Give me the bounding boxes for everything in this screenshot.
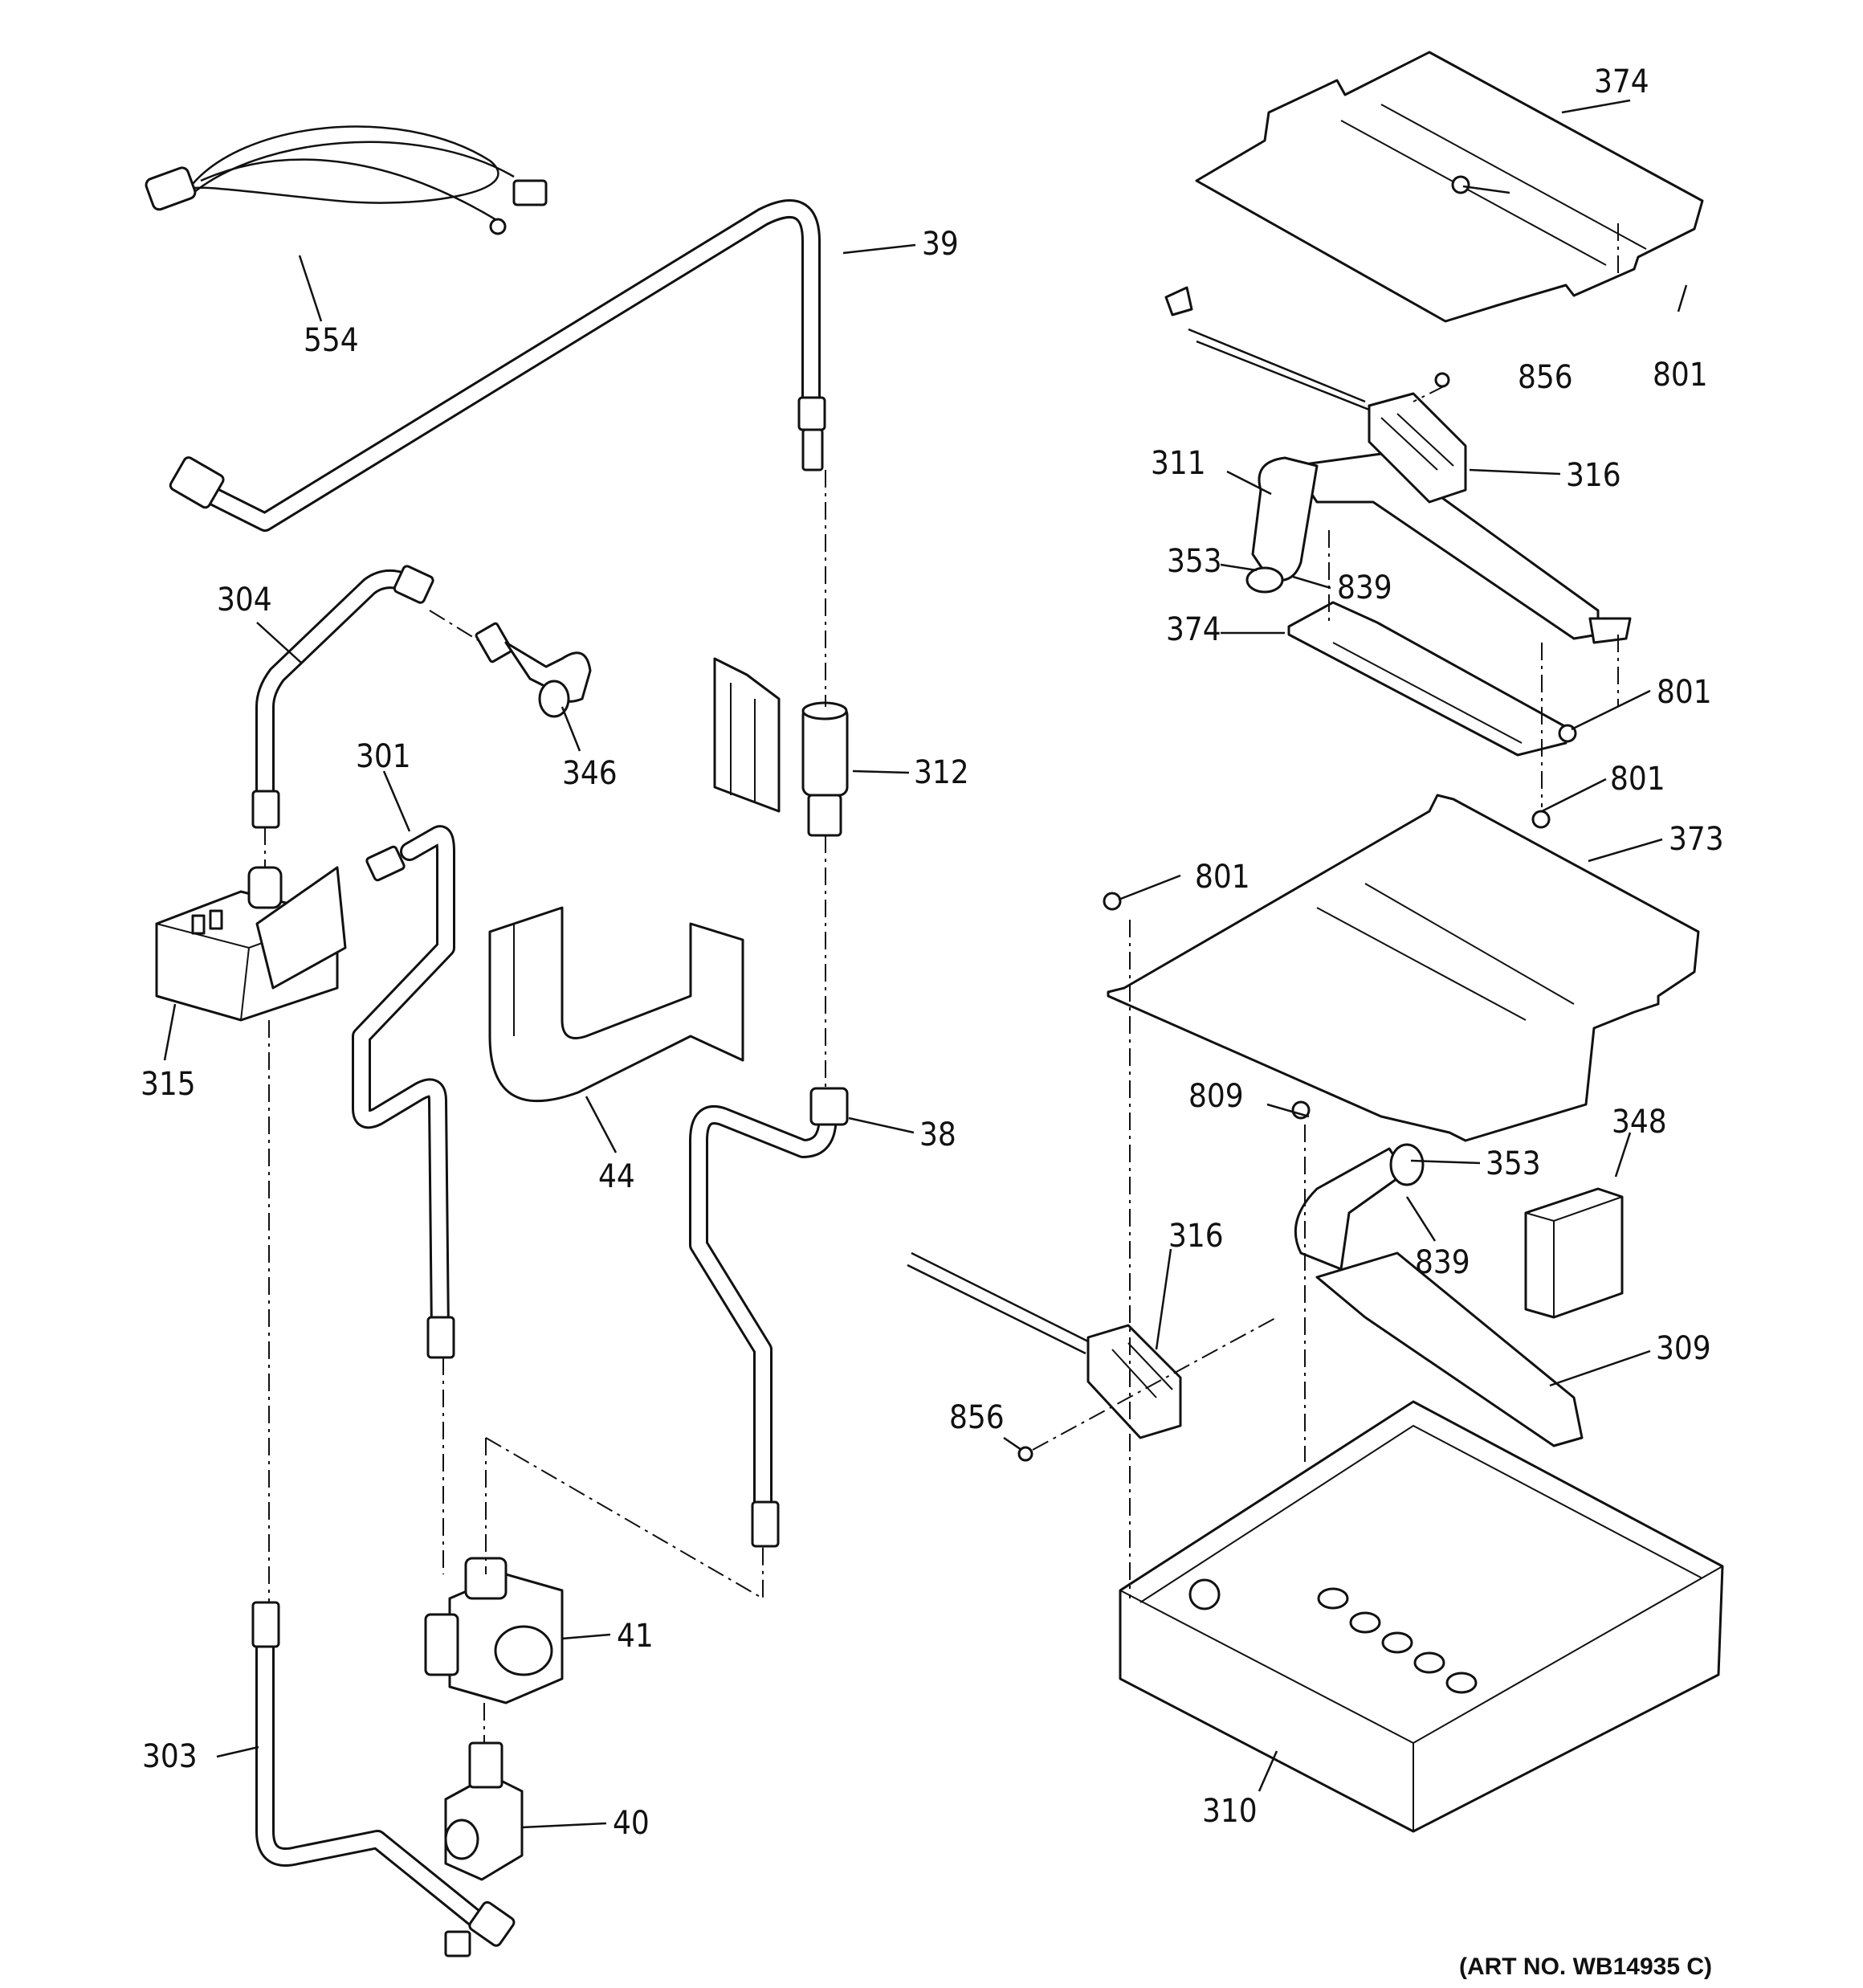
part-374-mid-shield — [1287, 601, 1567, 757]
callout-346: 346 — [562, 755, 618, 792]
callout-304: 304 — [217, 582, 272, 618]
callout-353-top: 353 — [1167, 543, 1222, 580]
part-38-tube — [689, 1087, 849, 1548]
part-374-top-shield — [1195, 51, 1704, 323]
callout-312: 312 — [914, 754, 969, 791]
callout-809: 809 — [1188, 1078, 1244, 1115]
left-center-lines — [264, 470, 826, 1743]
callout-856-top: 856 — [1518, 359, 1573, 396]
callout-353-bottom: 353 — [1486, 1145, 1541, 1182]
callout-44: 44 — [598, 1158, 635, 1195]
part-44-bracket — [488, 906, 744, 1103]
part-304-tube — [251, 565, 434, 829]
callout-41: 41 — [617, 1618, 654, 1655]
callout-801-mid: 801 — [1610, 761, 1665, 798]
callout-554: 554 — [304, 322, 359, 359]
callout-801-left: 801 — [1195, 859, 1250, 896]
part-316-top-igniter — [1164, 286, 1467, 504]
part-316-bottom-igniter — [907, 1251, 1182, 1439]
part-40-elbow — [444, 1741, 524, 1881]
callout-40: 40 — [613, 1805, 650, 1842]
callout-374-top: 374 — [1594, 63, 1649, 100]
callout-309: 309 — [1656, 1330, 1711, 1367]
callout-39: 39 — [922, 226, 959, 263]
callout-374-mid: 374 — [1166, 611, 1221, 648]
callout-801-top: 801 — [1653, 357, 1708, 394]
callout-315: 315 — [141, 1066, 196, 1103]
callout-316-top: 316 — [1566, 457, 1621, 494]
right-center-lines — [1032, 223, 1619, 1598]
callout-310: 310 — [1202, 1793, 1258, 1830]
callout-373: 373 — [1669, 821, 1724, 858]
callout-303: 303 — [142, 1738, 198, 1775]
part-310-burner-box — [1119, 1400, 1724, 1833]
callout-839-bottom: 839 — [1415, 1244, 1470, 1281]
part-554-wire-harness — [145, 125, 548, 235]
part-301-tube — [352, 825, 455, 1359]
art-number: (ART NO. WB14935 C) — [1459, 1953, 1712, 1980]
part-346-fitting — [475, 622, 592, 718]
callout-311: 311 — [1151, 445, 1206, 482]
part-348-cover — [1524, 1187, 1624, 1319]
part-39-tube — [169, 199, 826, 532]
callout-348: 348 — [1612, 1104, 1667, 1141]
part-41-regulator — [424, 1557, 564, 1704]
part-303-tube — [251, 1601, 516, 1957]
part-315-valve — [155, 866, 347, 1022]
callout-labels: 554 39 304 346 301 312 315 44 38 41 303 … — [141, 63, 1724, 1842]
callout-38: 38 — [919, 1116, 956, 1153]
screws — [1017, 175, 1577, 1462]
leader-lines — [163, 99, 1688, 1829]
part-312-fitting — [713, 657, 849, 837]
callout-839-top: 839 — [1337, 569, 1392, 606]
part-373-bottom-shield — [1107, 794, 1700, 1142]
callout-301: 301 — [356, 738, 411, 775]
callout-801-right: 801 — [1657, 674, 1712, 711]
callout-316-bottom: 316 — [1168, 1218, 1224, 1255]
callout-856-bottom: 856 — [949, 1399, 1005, 1436]
part-309-lower-burner — [1294, 1143, 1584, 1447]
